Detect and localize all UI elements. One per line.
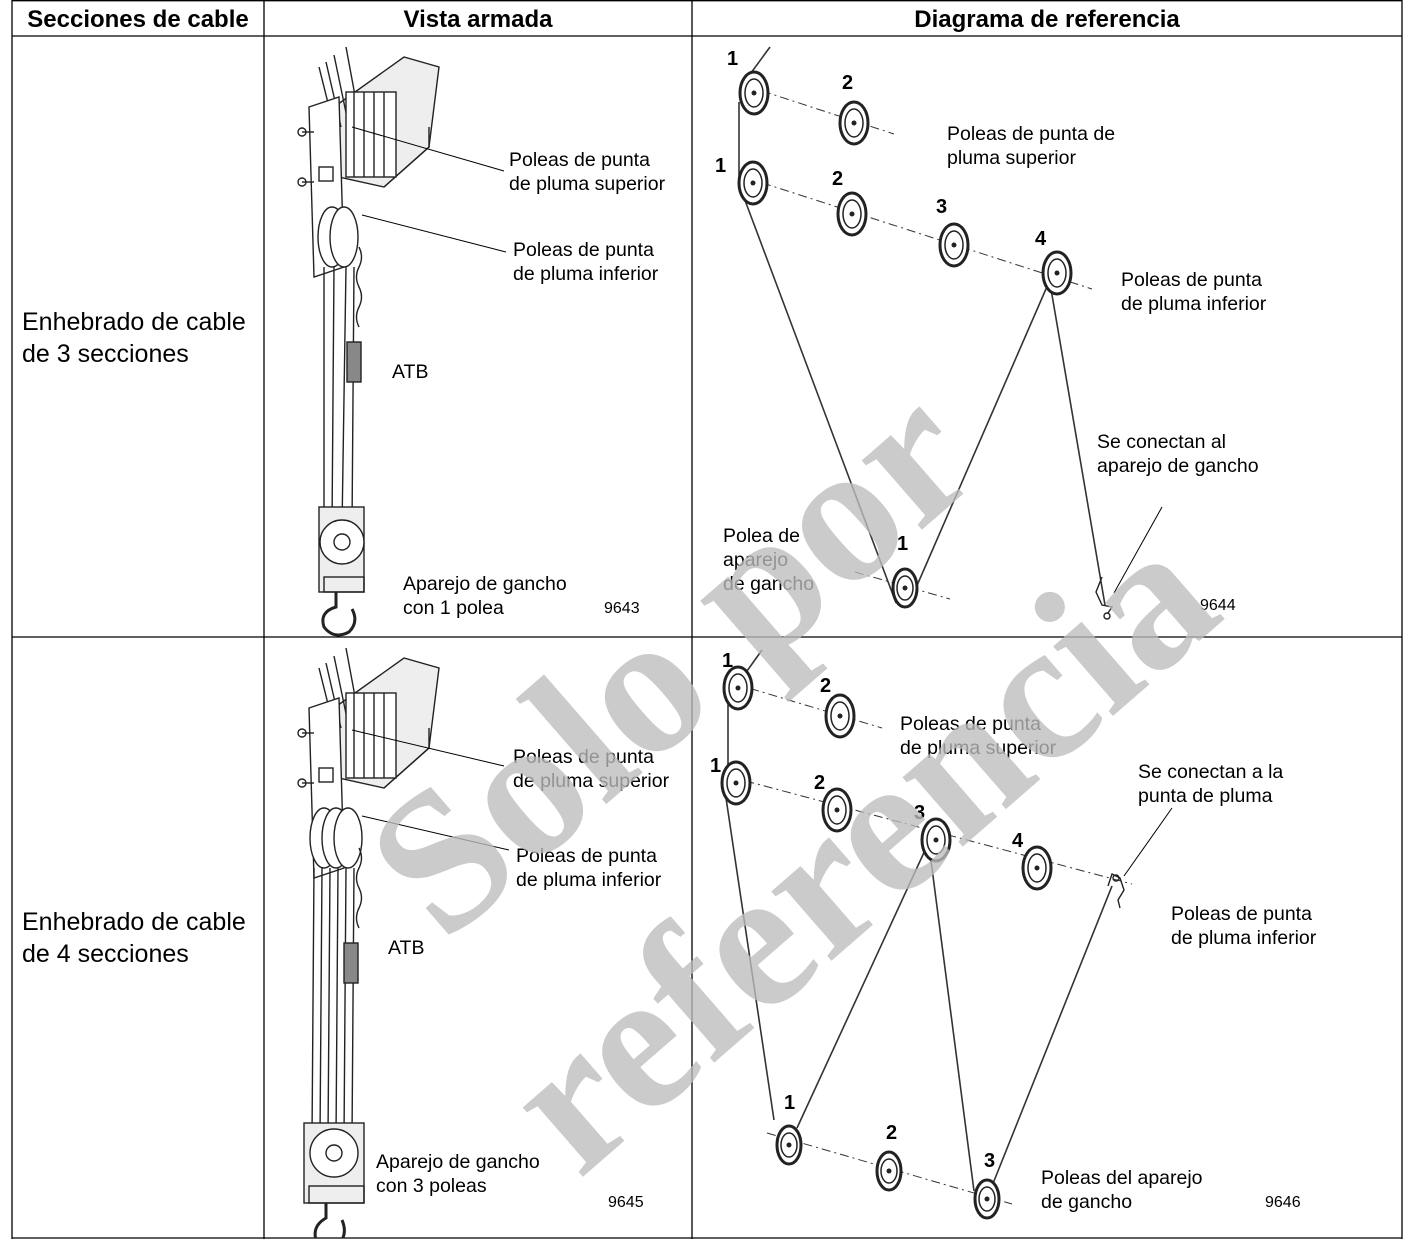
label-line: de pluma inferior xyxy=(1121,293,1267,315)
sheave-number: 1 xyxy=(715,155,727,177)
label-lower-sheaves: Poleas de punta de pluma inferior xyxy=(516,844,661,892)
label-line: con 3 poleas xyxy=(376,1175,487,1197)
header-assembled-view: Vista armada xyxy=(403,6,553,33)
label-line: de pluma superior xyxy=(509,173,666,195)
label-line: Poleas de punta de xyxy=(947,123,1116,145)
label-atb: ATB xyxy=(388,937,425,959)
label-hook-sheave: Polea de aparejo de gancho xyxy=(723,524,814,596)
row-label-line: Enhebrado de cable xyxy=(22,908,246,936)
label-line: Aparejo de gancho xyxy=(376,1151,540,1173)
row-label-3-sections: Enhebrado de cable de 3 secciones xyxy=(22,306,246,370)
sheave-group-upper xyxy=(738,70,870,146)
sheave-number: 2 xyxy=(842,72,854,94)
sheave-number: 4 xyxy=(1012,830,1024,852)
sheave-number: 1 xyxy=(727,48,739,70)
label-hook-block: Aparejo de gancho con 1 polea xyxy=(403,572,567,620)
header-cable-sections: Secciones de cable xyxy=(27,6,249,33)
assembled-view-drawing-1 xyxy=(297,46,507,637)
label-upper-sheaves: Poleas de punta de pluma superior xyxy=(509,148,665,196)
sheave-number: 1 xyxy=(784,1092,796,1114)
label-line: de pluma inferior xyxy=(516,869,662,891)
label-line: con 1 polea xyxy=(403,597,504,619)
label-upper-sheaves: Poleas de punta de pluma superior xyxy=(513,745,669,793)
sheave-number: 1 xyxy=(722,650,734,672)
sheave-number: 4 xyxy=(1035,228,1047,250)
label-line: Se conectan al xyxy=(1097,431,1227,453)
hook-connector xyxy=(1095,576,1114,620)
sheave-group-hook-block xyxy=(775,1124,1001,1220)
label-line: Poleas de punta xyxy=(516,845,657,867)
row-label-line: de 4 secciones xyxy=(22,940,189,968)
boom-connector xyxy=(1107,873,1125,909)
label-atb: ATB xyxy=(392,361,429,383)
figure-number: 9644 xyxy=(1200,597,1236,614)
header-reference-diagram: Diagrama de referencia xyxy=(914,6,1180,33)
label-line: de gancho xyxy=(1041,1191,1133,1213)
sheave-number: 3 xyxy=(914,802,926,824)
assembled-view-drawing-2 xyxy=(297,647,510,1238)
label-line: Poleas de punta xyxy=(509,149,650,171)
label-line: Aparejo de gancho xyxy=(403,573,567,595)
label-line: aparejo xyxy=(723,549,789,571)
label-line: Se conectan a la xyxy=(1138,761,1284,783)
label-lower-sheaves: Poleas de punta de pluma inferior xyxy=(1121,268,1266,316)
sheave-number: 1 xyxy=(710,755,722,777)
sheave-number: 2 xyxy=(820,675,832,697)
label-line: Poleas de punta xyxy=(1171,903,1312,925)
label-line: aparejo de gancho xyxy=(1097,455,1259,477)
label-upper-sheaves: Poleas de punta de pluma superior xyxy=(900,712,1056,760)
sheave-hook-block xyxy=(891,567,919,609)
label-line: punta de pluma xyxy=(1138,785,1273,807)
label-connect-hook-block: Se conectan al aparejo de gancho xyxy=(1097,430,1259,478)
label-line: de pluma inferior xyxy=(513,263,659,285)
label-line: pluma superior xyxy=(947,147,1076,169)
sheave-group-lower xyxy=(737,160,1073,296)
label-line: Polea de xyxy=(723,525,800,547)
label-line: de pluma inferior xyxy=(1171,927,1317,949)
sheave-number: 2 xyxy=(814,772,826,794)
label-upper-sheaves: Poleas de punta de pluma superior xyxy=(947,122,1115,170)
sheave-group-lower xyxy=(720,760,1053,891)
label-line: Poleas de punta xyxy=(1121,269,1262,291)
figure-number: 9646 xyxy=(1265,1194,1301,1211)
sheave-number-hook: 1 xyxy=(897,533,909,555)
sheave-number: 3 xyxy=(936,196,948,218)
label-line: de pluma superior xyxy=(513,770,670,792)
row-label-line: de 3 secciones xyxy=(22,340,189,368)
label-line: Poleas de punta xyxy=(513,239,654,261)
sheave-number: 2 xyxy=(886,1122,898,1144)
label-lower-sheaves: Poleas de punta de pluma inferior xyxy=(513,238,658,286)
label-line: Poleas de punta xyxy=(513,746,654,768)
label-line: de gancho xyxy=(723,573,815,595)
sheave-number: 3 xyxy=(984,1150,996,1172)
row-label-line: Enhebrado de cable xyxy=(22,308,246,336)
label-connect-boom-tip: Se conectan a la punta de pluma xyxy=(1138,760,1283,808)
sheave-group-upper xyxy=(722,665,856,739)
label-line: Poleas del aparejo xyxy=(1041,1167,1203,1189)
label-hook-block: Aparejo de gancho con 3 poleas xyxy=(376,1150,540,1198)
label-line: Poleas de punta xyxy=(900,713,1041,735)
reference-diagram-2 xyxy=(720,649,1173,1220)
label-lower-sheaves: Poleas de punta de pluma inferior xyxy=(1171,902,1316,950)
figure-number: 9645 xyxy=(608,1194,644,1211)
sheave-number: 2 xyxy=(832,168,844,190)
row-label-4-sections: Enhebrado de cable de 4 secciones xyxy=(22,906,246,970)
label-line: de pluma superior xyxy=(900,737,1057,759)
label-hook-block-sheaves: Poleas del aparejo de gancho xyxy=(1041,1166,1203,1214)
reference-diagram-1 xyxy=(737,46,1163,620)
figure-number: 9643 xyxy=(604,600,640,617)
